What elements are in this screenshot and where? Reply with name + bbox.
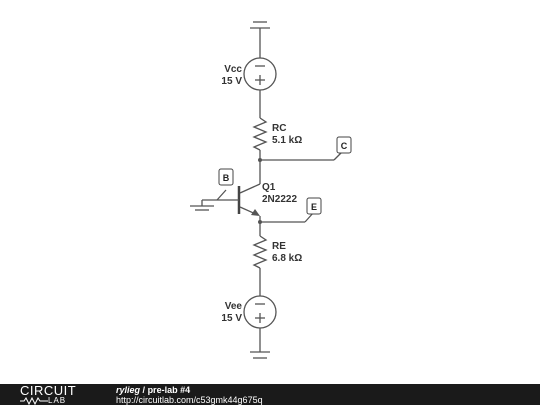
- svg-text:C: C: [341, 141, 348, 151]
- footer-info: rylieg / pre-lab #4 http://circuitlab.co…: [116, 385, 263, 405]
- net-label-e[interactable]: E: [306, 197, 322, 215]
- resistor-logo-icon: [20, 397, 48, 405]
- rc-value: 5.1 kΩ: [272, 135, 302, 146]
- circuit-schematic: Vcc 15 V RC 5.1 kΩ C Q1 2N2222 B E: [190, 21, 352, 359]
- rc-name: RC: [272, 123, 286, 134]
- svg-text:E: E: [311, 202, 317, 212]
- svg-text:B: B: [223, 173, 230, 183]
- re-resistor[interactable]: [252, 235, 268, 269]
- author-link[interactable]: rylieg: [116, 385, 141, 395]
- vee-source[interactable]: [243, 295, 277, 329]
- base-ground-symbol: [190, 200, 214, 211]
- circuit-url[interactable]: http://circuitlab.com/c53gmk44g675q: [116, 395, 263, 405]
- vcc-source[interactable]: [243, 57, 277, 91]
- bottom-ground-symbol: [250, 328, 270, 359]
- circuitlab-logo[interactable]: CIRCUIT LAB: [20, 384, 100, 405]
- vcc-name: Vcc: [224, 64, 242, 75]
- q1-part: 2N2222: [262, 194, 297, 205]
- vcc-value: 15 V: [221, 76, 242, 87]
- logo-top-text: CIRCUIT: [20, 383, 77, 398]
- top-ground-symbol: [250, 21, 270, 58]
- re-value: 6.8 kΩ: [272, 253, 302, 264]
- separator: /: [142, 385, 146, 395]
- net-label-b[interactable]: B: [218, 168, 234, 186]
- transistor-q1[interactable]: [237, 183, 261, 216]
- re-name: RE: [272, 241, 286, 252]
- logo-bottom-text: LAB: [48, 396, 67, 405]
- footer-bar: CIRCUIT LAB rylieg / pre-lab #4 http://c…: [0, 384, 540, 405]
- vee-name: Vee: [225, 301, 243, 312]
- vee-value: 15 V: [221, 313, 242, 324]
- rc-resistor[interactable]: [252, 117, 268, 151]
- q1-name: Q1: [262, 182, 276, 193]
- net-label-c[interactable]: C: [336, 136, 352, 154]
- circuit-title: pre-lab #4: [147, 385, 191, 395]
